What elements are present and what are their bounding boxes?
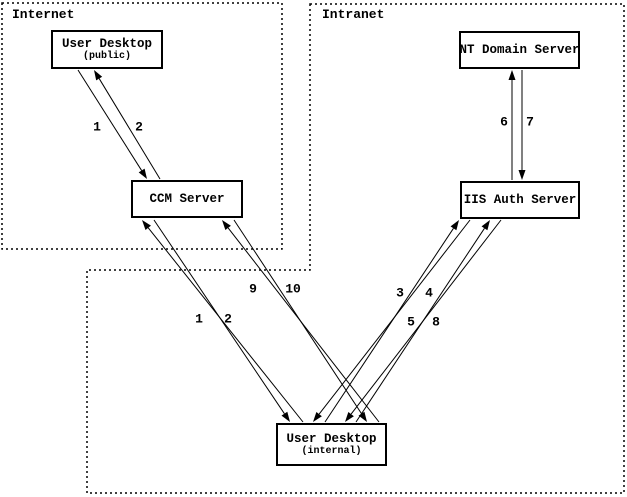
node-title: User Desktop bbox=[286, 432, 377, 446]
edge-label-9: 9 bbox=[249, 281, 257, 297]
node-ccm-server: CCM Server bbox=[131, 180, 243, 218]
intranet-zone-label: Intranet bbox=[322, 7, 385, 22]
arrowhead-6 bbox=[508, 70, 516, 80]
node-subtitle: (public) bbox=[82, 51, 131, 62]
edge-label-6: 6 bbox=[500, 114, 508, 130]
edge-label-1: 1 bbox=[93, 119, 101, 135]
edge-label-5: 5 bbox=[407, 314, 415, 330]
edge-label-8: 8 bbox=[432, 314, 440, 330]
node-nt-domain-server: NT Domain Server bbox=[459, 31, 580, 69]
arrow-line-4 bbox=[318, 219, 471, 415]
node-iis-auth-server: IIS Auth Server bbox=[460, 181, 580, 219]
arrowhead-2 bbox=[94, 70, 103, 81]
edge-label-1: 1 bbox=[195, 311, 203, 327]
arrow-line-8 bbox=[350, 219, 502, 415]
arrowhead-5 bbox=[481, 220, 490, 231]
arrow-line-1 bbox=[77, 69, 143, 171]
edge-label-4: 4 bbox=[425, 285, 433, 301]
arrowhead-7 bbox=[518, 170, 526, 180]
node-title: IIS Auth Server bbox=[463, 193, 577, 207]
internet-zone-label: Internet bbox=[12, 7, 75, 22]
arrow-line-1 bbox=[147, 227, 304, 423]
arrowhead-9 bbox=[222, 220, 231, 231]
arrowhead-1 bbox=[138, 168, 147, 179]
arrowhead-4 bbox=[313, 411, 322, 422]
node-title: NT Domain Server bbox=[459, 43, 580, 57]
node-title: CCM Server bbox=[149, 192, 225, 206]
arrowhead-2 bbox=[281, 411, 290, 422]
arrowhead-1 bbox=[142, 220, 151, 231]
edge-label-10: 10 bbox=[285, 281, 301, 297]
intranet-zone-outline bbox=[86, 3, 625, 494]
arrow-line-3 bbox=[324, 228, 454, 423]
arrow-line-2 bbox=[98, 78, 161, 180]
node-subtitle: (internal) bbox=[301, 446, 362, 457]
internet-zone-outline bbox=[1, 2, 283, 250]
node-user-desktop-public: User Desktop (public) bbox=[51, 30, 163, 69]
edge-label-3: 3 bbox=[396, 285, 404, 301]
edge-label-2: 2 bbox=[224, 311, 232, 327]
arrowhead-3 bbox=[450, 220, 459, 231]
node-user-desktop-internal: User Desktop (internal) bbox=[276, 423, 387, 466]
arrow-line-10 bbox=[233, 219, 362, 414]
arrowhead-8 bbox=[345, 411, 354, 422]
node-title: User Desktop bbox=[61, 37, 152, 51]
edge-label-2: 2 bbox=[135, 119, 143, 135]
arrow-line-2 bbox=[153, 219, 285, 414]
edge-label-7: 7 bbox=[526, 114, 534, 130]
